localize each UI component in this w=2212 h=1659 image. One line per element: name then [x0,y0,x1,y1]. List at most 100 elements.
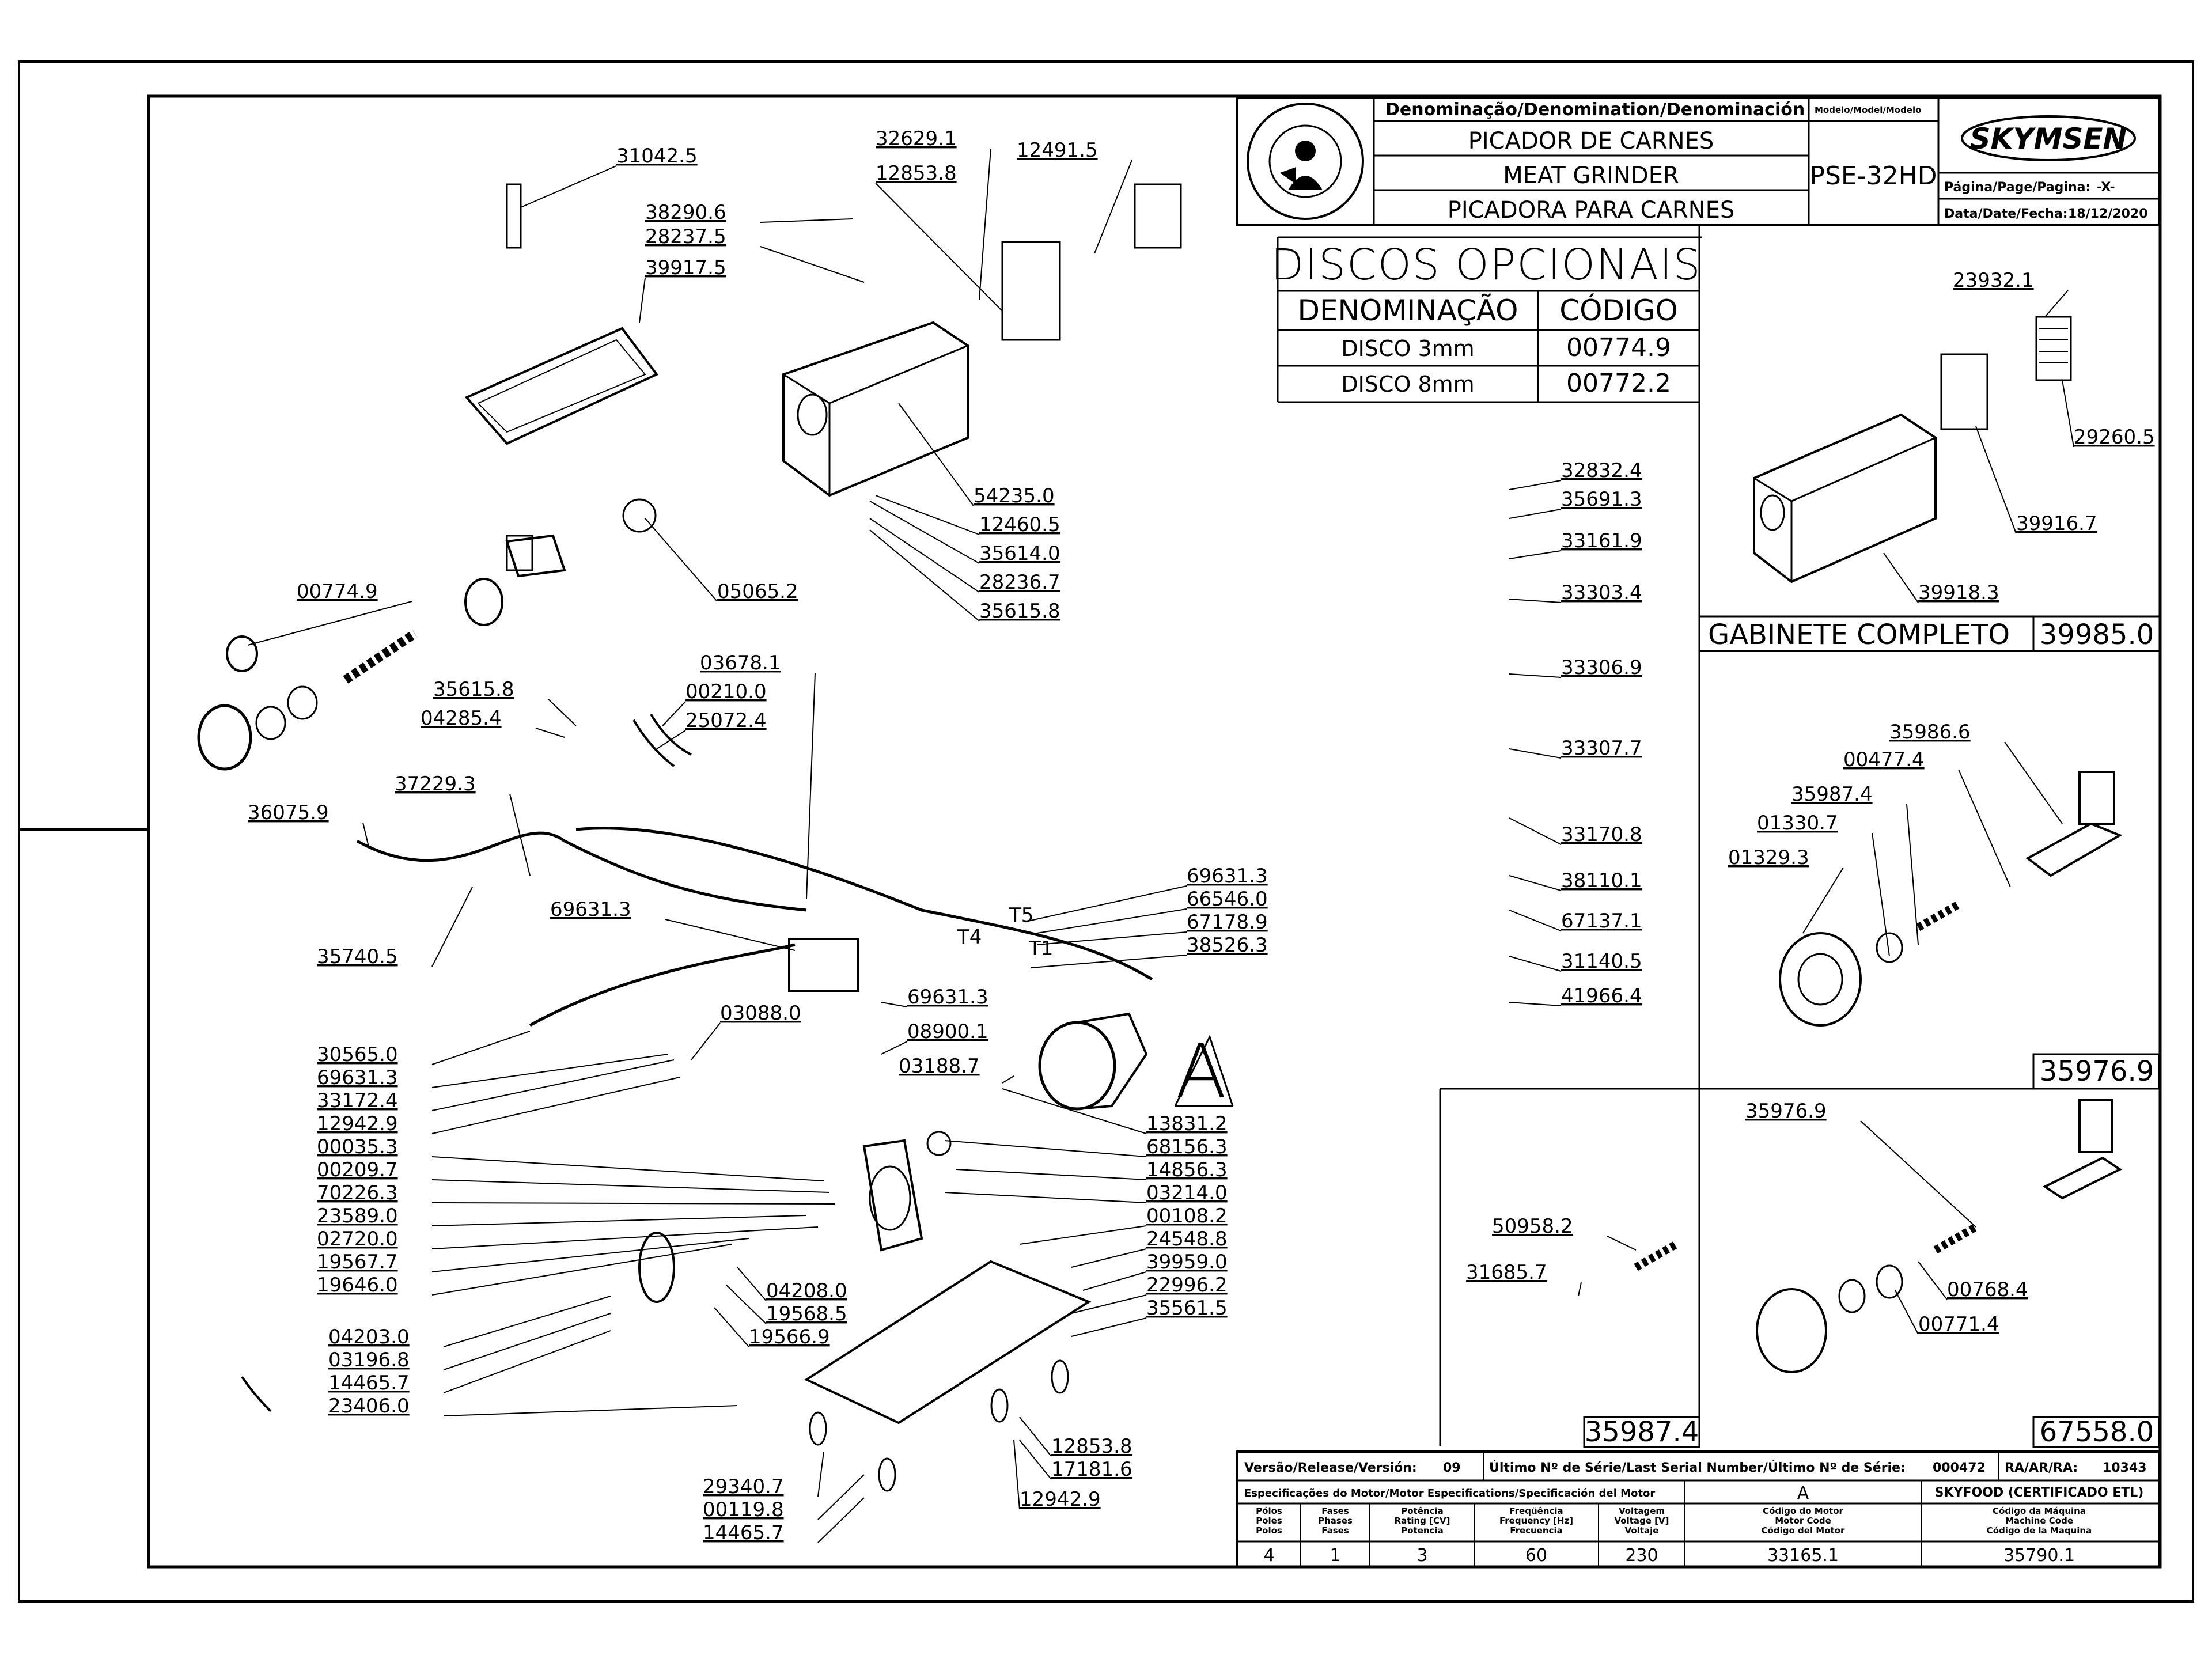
part-callout: 39917.5 [645,256,726,279]
leader-line [548,699,577,726]
part-callout: 69631.3 [550,898,631,921]
part-callout: 35986.6 [1889,721,1971,744]
part-callout: 35615.8 [979,600,1060,623]
assembly-section: 67558.0 [1756,1099,2160,1448]
leader-line [1019,1440,1052,1480]
part-callout: 68156.3 [1146,1135,1228,1158]
leader-line [431,1244,732,1296]
footer-value: 3 [1416,1546,1427,1566]
part-callout: 04203.0 [328,1325,410,1349]
part-callout: 23932.1 [1953,269,2034,292]
part-callout: 05065.2 [717,580,798,603]
head-code: 35976.9 [2040,1055,2154,1088]
leader-line [1509,599,1562,603]
part-callout: 50958.2 [1492,1215,1573,1238]
leader-line [1509,673,1562,678]
leader-line [1975,426,2017,534]
leader-line [714,1307,749,1347]
leader-line [979,148,991,300]
leader-line [665,919,796,951]
leader-line [1607,1236,1637,1251]
part-callout: 01330.7 [1757,812,1838,835]
assembly-code: 67558.0 [2040,1416,2154,1448]
leader-line [2044,290,2069,317]
part-callout: 29340.7 [703,1475,784,1498]
leader-line [443,1330,611,1393]
leader-line [691,1022,721,1060]
denomination-header: Denominação/Denomination/Denominación [1385,100,1805,120]
part-callout: 03188.7 [899,1055,980,1078]
leader-line [806,672,816,899]
view-a-mark: A [1176,1028,1227,1115]
model-code: PSE-32HD [1809,161,1937,191]
footer-col-header: Motor Code [1775,1516,1831,1526]
part-callout: 35615.8 [433,678,514,701]
part-callout: 17181.6 [1051,1458,1132,1481]
footer-col-header: Frequency [Hz] [1499,1516,1573,1526]
footer-value: 4 [1263,1546,1274,1566]
leader-line [1958,769,2011,888]
leader-line [881,1041,908,1055]
footer-col-header: Freqüência [1509,1506,1563,1516]
leader-line [1509,875,1562,891]
part-callout: 14465.7 [328,1372,410,1395]
name-en: MEAT GRINDER [1503,162,1679,189]
part-callout: 04285.4 [421,707,502,730]
footer-col-header: Voltage [V] [1615,1516,1669,1526]
wire-mark: T4 [957,926,982,949]
leader-line [1883,552,1919,603]
leader-line [362,822,369,847]
footer-col-header: Voltaje [1625,1525,1659,1536]
part-callout: 67137.1 [1561,910,1642,933]
leader-line [760,246,865,283]
wire-mark: T5 [1009,904,1033,927]
cabinet-section: GABINETE COMPLETO 39985.0 [1698,316,2161,652]
leader-line [869,501,980,564]
discs-col-name: DENOMINAÇÃO [1297,294,1518,327]
footer-col-header: Voltagem [1619,1506,1665,1516]
leader-line [431,1059,675,1111]
leader-line [1509,550,1562,559]
footer-col-header: Machine Code [2005,1516,2073,1526]
footer-col-header: Potência [1401,1506,1443,1516]
part-callout: 00119.8 [703,1498,784,1521]
cabinet-code: 39985.0 [2040,619,2154,651]
footer-value: 35790.1 [2003,1546,2075,1566]
leader-line [1906,804,1919,945]
leader-line [1509,910,1562,931]
part-callout: 39959.0 [1146,1251,1228,1274]
footer-col-header: Pólos [1256,1506,1282,1516]
leader-line [817,1451,824,1497]
part-callout: 38290.6 [645,201,726,224]
part-callout: 03088.0 [720,1002,801,1025]
footer-col-header: Frecuencia [1510,1525,1562,1536]
part-callout: 35976.9 [1745,1100,1827,1123]
part-callout: 32629.1 [876,127,957,150]
disc-row-code: 00772.2 [1566,369,1671,398]
part-callout: 30565.0 [317,1043,398,1066]
leader-line [1019,1225,1147,1245]
screw-code: 35987.4 [1585,1416,1699,1448]
part-callout: 19566.9 [749,1325,830,1349]
part-callout: 67178.9 [1187,911,1268,934]
part-callout: 31685.7 [1466,1261,1547,1284]
cabinet-label: GABINETE COMPLETO [1708,619,2010,651]
part-callout: 03214.0 [1146,1181,1228,1205]
leader-line [869,529,980,622]
part-callout: 12460.5 [979,513,1060,536]
footer-col-header: Fases [1321,1506,1349,1516]
leader-line [1082,1271,1147,1291]
leader-line [2004,741,2063,824]
leader-line [1071,1317,1147,1337]
leader-line [639,277,646,323]
page-value: -X- [2097,180,2115,195]
part-callout: 08900.1 [907,1020,988,1043]
part-callout: 66546.0 [1187,888,1268,911]
serial-label: Último Nº de Série/Last Serial Number/Úl… [1489,1460,1906,1475]
title-block: Denominação/Denomination/Denominación Mo… [1236,97,2160,226]
version-value: 09 [1443,1461,1461,1475]
optional-discs-table: DISCOS OPCIONAIS DENOMINAÇÃO CÓDIGO DISC… [1271,236,1702,403]
leader-line [443,1313,611,1370]
part-callout: 00774.9 [297,580,378,603]
footer-col-header: Código da Máquina [1993,1506,2086,1516]
